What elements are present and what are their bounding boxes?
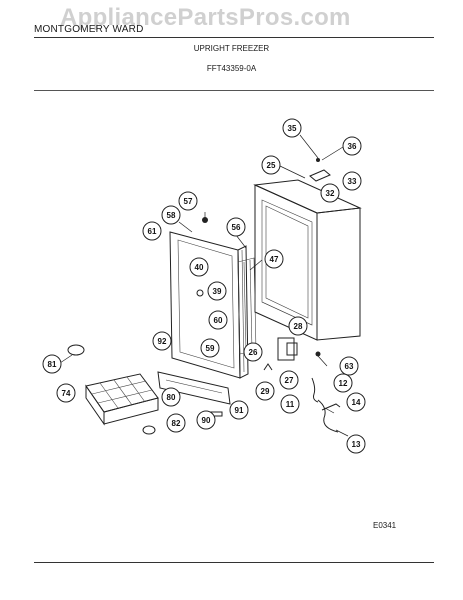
callout-90: 90: [196, 410, 216, 430]
callout-33: 33: [342, 171, 362, 191]
callout-36: 36: [342, 136, 362, 156]
callout-12: 12: [333, 373, 353, 393]
callout-11: 11: [280, 394, 300, 414]
callout-74: 74: [56, 383, 76, 403]
callout-47: 47: [264, 249, 284, 269]
svg-text:92: 92: [158, 337, 167, 346]
svg-text:63: 63: [345, 362, 354, 371]
callout-60: 60: [208, 310, 228, 330]
callout-80: 80: [161, 387, 181, 407]
callout-13: 13: [346, 434, 366, 454]
callout-63: 63: [339, 356, 359, 376]
callout-26: 26: [243, 342, 263, 362]
section-rule: [34, 90, 434, 91]
svg-text:35: 35: [288, 124, 297, 133]
cabinet: [253, 179, 362, 341]
svg-text:14: 14: [352, 398, 361, 407]
callout-92: 92: [152, 331, 172, 351]
svg-text:40: 40: [195, 263, 204, 272]
svg-text:28: 28: [294, 322, 303, 331]
callout-35: 35: [282, 118, 302, 138]
svg-text:29: 29: [261, 387, 270, 396]
svg-text:39: 39: [213, 287, 222, 296]
bottom-rule: [34, 562, 434, 563]
page-title: UPRIGHT FREEZER: [193, 44, 270, 53]
callout-91: 91: [229, 400, 249, 420]
callout-40: 40: [189, 257, 209, 277]
svg-text:13: 13: [352, 440, 361, 449]
svg-text:47: 47: [270, 255, 279, 264]
callout-61: 61: [142, 221, 162, 241]
svg-text:82: 82: [172, 419, 181, 428]
callout-57: 57: [178, 191, 198, 211]
svg-text:27: 27: [285, 376, 294, 385]
svg-text:59: 59: [206, 344, 215, 353]
callout-29: 29: [255, 381, 275, 401]
model-number: FFT43359-0A: [206, 64, 257, 73]
callout-82: 82: [166, 413, 186, 433]
svg-text:33: 33: [348, 177, 357, 186]
callout-25: 25: [261, 155, 281, 175]
svg-text:61: 61: [148, 227, 157, 236]
callout-28: 28: [288, 316, 308, 336]
kickplate: [157, 371, 231, 405]
callout-39: 39: [207, 281, 227, 301]
svg-text:11: 11: [286, 400, 295, 409]
svg-text:60: 60: [214, 316, 223, 325]
svg-text:91: 91: [235, 406, 244, 415]
watermark: AppliancePartsPros.com: [60, 4, 351, 31]
svg-text:56: 56: [232, 223, 241, 232]
svg-text:25: 25: [267, 161, 276, 170]
top-rule: [34, 37, 434, 38]
brand-label: MONTGOMERY WARD: [34, 24, 144, 35]
svg-text:57: 57: [184, 197, 193, 206]
callout-59: 59: [200, 338, 220, 358]
diagram-code: E0341: [373, 521, 397, 530]
callout-27: 27: [279, 370, 299, 390]
callout-81: 81: [42, 354, 62, 374]
svg-text:12: 12: [339, 379, 348, 388]
svg-text:32: 32: [326, 189, 335, 198]
basket: [85, 373, 159, 426]
callout-32: 32: [320, 183, 340, 203]
svg-text:90: 90: [202, 416, 211, 425]
svg-text:26: 26: [249, 348, 258, 357]
svg-text:74: 74: [62, 389, 71, 398]
svg-text:81: 81: [48, 360, 57, 369]
callout-58: 58: [161, 205, 181, 225]
small-parts: [67, 158, 341, 435]
svg-text:80: 80: [167, 393, 176, 402]
callout-56: 56: [226, 217, 246, 237]
leader-lines: [59, 134, 349, 437]
callout-14: 14: [346, 392, 366, 412]
svg-text:58: 58: [167, 211, 176, 220]
svg-text:36: 36: [348, 142, 357, 151]
